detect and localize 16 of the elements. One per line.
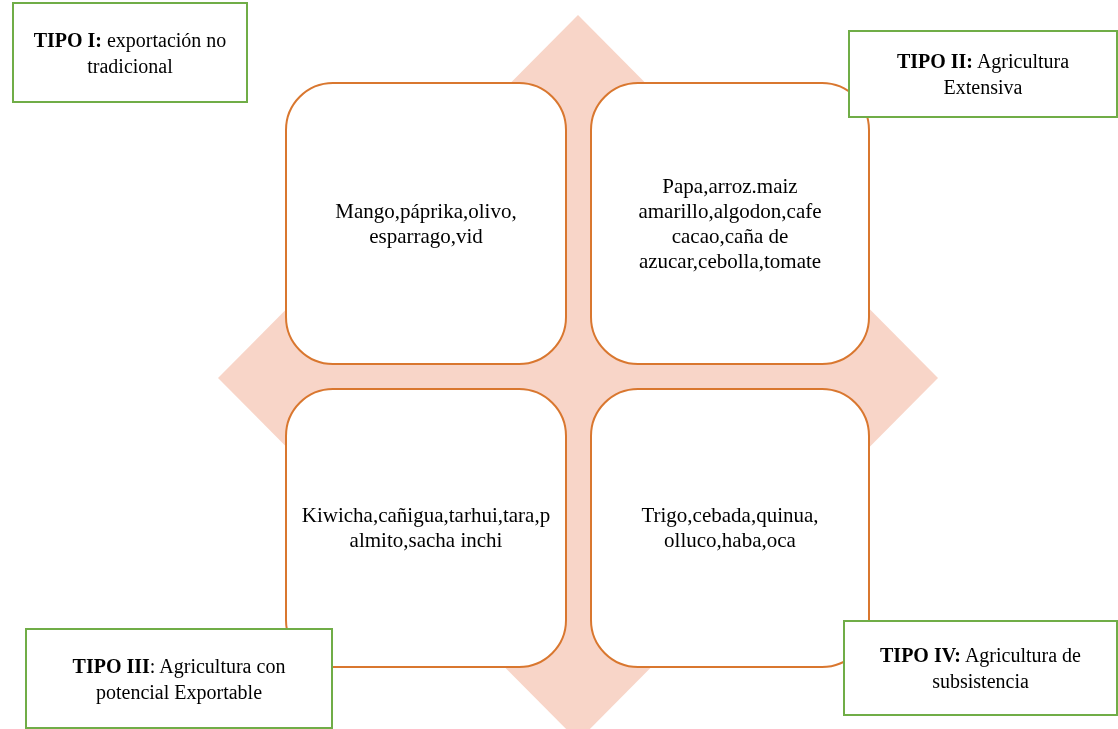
category-title: TIPO II: Agricultura Extensiva bbox=[895, 49, 1071, 100]
crop-list: Papa,arroz.maiz amarillo,algodon,cafe cacao,caña de azucar,cebolla,tomate bbox=[604, 173, 856, 274]
category-label bbox=[25, 628, 333, 729]
category-label bbox=[12, 2, 248, 103]
crop-box bbox=[590, 82, 870, 365]
crop-box bbox=[285, 82, 567, 365]
crop-list: Trigo,cebada,quinua, olluco,haba,oca bbox=[604, 503, 856, 553]
crop-box bbox=[285, 388, 567, 668]
category-label bbox=[843, 620, 1118, 716]
category-title: TIPO I: exportación no tradicional bbox=[32, 27, 228, 79]
crop-box bbox=[590, 388, 870, 668]
crop-list: Kiwicha,cañigua,tarhui,tara,palmito,sacha inchi bbox=[299, 503, 553, 553]
category-label bbox=[848, 30, 1118, 118]
crop-list: Mango,páprika,olivo, esparrago,vid bbox=[299, 198, 553, 249]
category-title: TIPO IV: Agricultura de subsistencia bbox=[879, 643, 1082, 694]
category-title: TIPO III: Agricultura con potencial Exportable bbox=[71, 653, 287, 705]
